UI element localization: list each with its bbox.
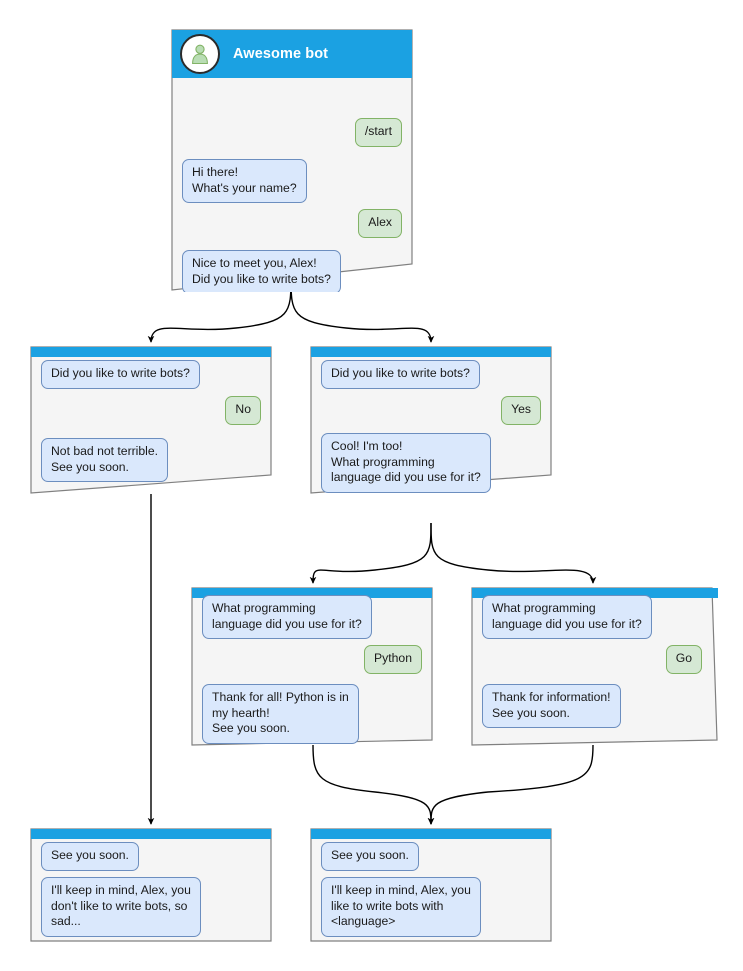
- message-row: Did you like to write bots?: [321, 360, 541, 389]
- message-row: Yes: [321, 396, 541, 425]
- node-answer-yes[interactable]: Did you like to write bots? Yes Cool! I'…: [310, 346, 552, 495]
- message-row: Python: [202, 645, 422, 674]
- bot-message-bubble[interactable]: Did you like to write bots?: [321, 360, 480, 389]
- bot-message-bubble[interactable]: Did you like to write bots?: [41, 360, 200, 389]
- person-avatar-icon: [180, 34, 220, 74]
- message-row: What programming language did you use fo…: [482, 595, 702, 639]
- user-message-bubble[interactable]: /start: [354, 118, 402, 147]
- message-row: Hi there! What's your name?: [182, 159, 402, 203]
- message-row: What programming language did you use fo…: [202, 595, 422, 639]
- node-answer-go-chat: What programming language did you use fo…: [472, 595, 712, 746]
- message-row: Thank for information! See you soon.: [482, 684, 702, 728]
- edge-python-to-end-happy: [312, 744, 435, 825]
- bot-name-label: Awesome bot: [233, 46, 329, 62]
- node-answer-yes-chat: Did you like to write bots? Yes Cool! I'…: [311, 357, 551, 495]
- bot-message-bubble[interactable]: Thank for information! See you soon.: [482, 684, 621, 728]
- bot-message-bubble[interactable]: Nice to meet you, Alex! Did you like to …: [182, 250, 341, 292]
- message-row: Nice to meet you, Alex! Did you like to …: [182, 250, 402, 292]
- bot-message-bubble[interactable]: What programming language did you use fo…: [482, 595, 652, 639]
- user-message-bubble[interactable]: Alex: [358, 209, 402, 238]
- message-row: See you soon.: [41, 842, 261, 871]
- bot-message-bubble[interactable]: Not bad not terrible. See you soon.: [41, 438, 169, 482]
- message-row: I'll keep in mind, Alex, you don't like …: [41, 877, 261, 937]
- edge-yes-to-go: [430, 522, 597, 584]
- message-row: Alex: [182, 209, 402, 238]
- node-start-chat: /start Hi there! What's your name? Alex …: [172, 78, 412, 292]
- message-row: Cool! I'm too! What programming language…: [321, 433, 541, 493]
- message-row: Did you like to write bots?: [41, 360, 261, 389]
- message-row: /start: [182, 118, 402, 147]
- user-message-bubble[interactable]: Python: [364, 645, 422, 674]
- edge-yes-to-python: [309, 522, 432, 584]
- message-row: Thank for all! Python is in my hearth! S…: [202, 684, 422, 744]
- message-row: See you soon.: [321, 842, 541, 871]
- bot-message-bubble[interactable]: Thank for all! Python is in my hearth! S…: [202, 684, 359, 744]
- bot-message-bubble[interactable]: See you soon.: [321, 842, 419, 871]
- message-row: Go: [482, 645, 702, 674]
- node-answer-no-chat: Did you like to write bots? No Not bad n…: [31, 357, 271, 495]
- edge-go-to-end-happy: [427, 744, 594, 825]
- node-start[interactable]: Awesome bot /start Hi there! What's your…: [171, 29, 413, 292]
- bot-message-bubble[interactable]: Hi there! What's your name?: [182, 159, 307, 203]
- bot-message-bubble[interactable]: I'll keep in mind, Alex, you like to wri…: [321, 877, 481, 937]
- bot-message-bubble[interactable]: See you soon.: [41, 842, 139, 871]
- node-answer-go[interactable]: What programming language did you use fo…: [471, 587, 718, 746]
- user-message-bubble[interactable]: No: [225, 396, 261, 425]
- node-answer-python[interactable]: What programming language did you use fo…: [191, 587, 433, 746]
- user-message-bubble[interactable]: Yes: [501, 396, 541, 425]
- node-answer-no[interactable]: Did you like to write bots? No Not bad n…: [30, 346, 272, 495]
- bot-message-bubble[interactable]: I'll keep in mind, Alex, you don't like …: [41, 877, 201, 937]
- node-start-titlebar: Awesome bot: [172, 30, 412, 78]
- node-end-happy[interactable]: See you soon. I'll keep in mind, Alex, y…: [310, 828, 552, 942]
- user-message-bubble[interactable]: Go: [665, 645, 702, 674]
- message-row: Not bad not terrible. See you soon.: [41, 438, 261, 482]
- node-end-happy-chat: See you soon. I'll keep in mind, Alex, y…: [311, 839, 551, 941]
- message-row: No: [41, 396, 261, 425]
- message-row: I'll keep in mind, Alex, you like to wri…: [321, 877, 541, 937]
- node-end-sad[interactable]: See you soon. I'll keep in mind, Alex, y…: [30, 828, 272, 942]
- bot-message-bubble[interactable]: Cool! I'm too! What programming language…: [321, 433, 491, 493]
- bot-message-bubble[interactable]: What programming language did you use fo…: [202, 595, 372, 639]
- node-answer-python-chat: What programming language did you use fo…: [192, 595, 432, 746]
- node-end-sad-chat: See you soon. I'll keep in mind, Alex, y…: [31, 839, 271, 941]
